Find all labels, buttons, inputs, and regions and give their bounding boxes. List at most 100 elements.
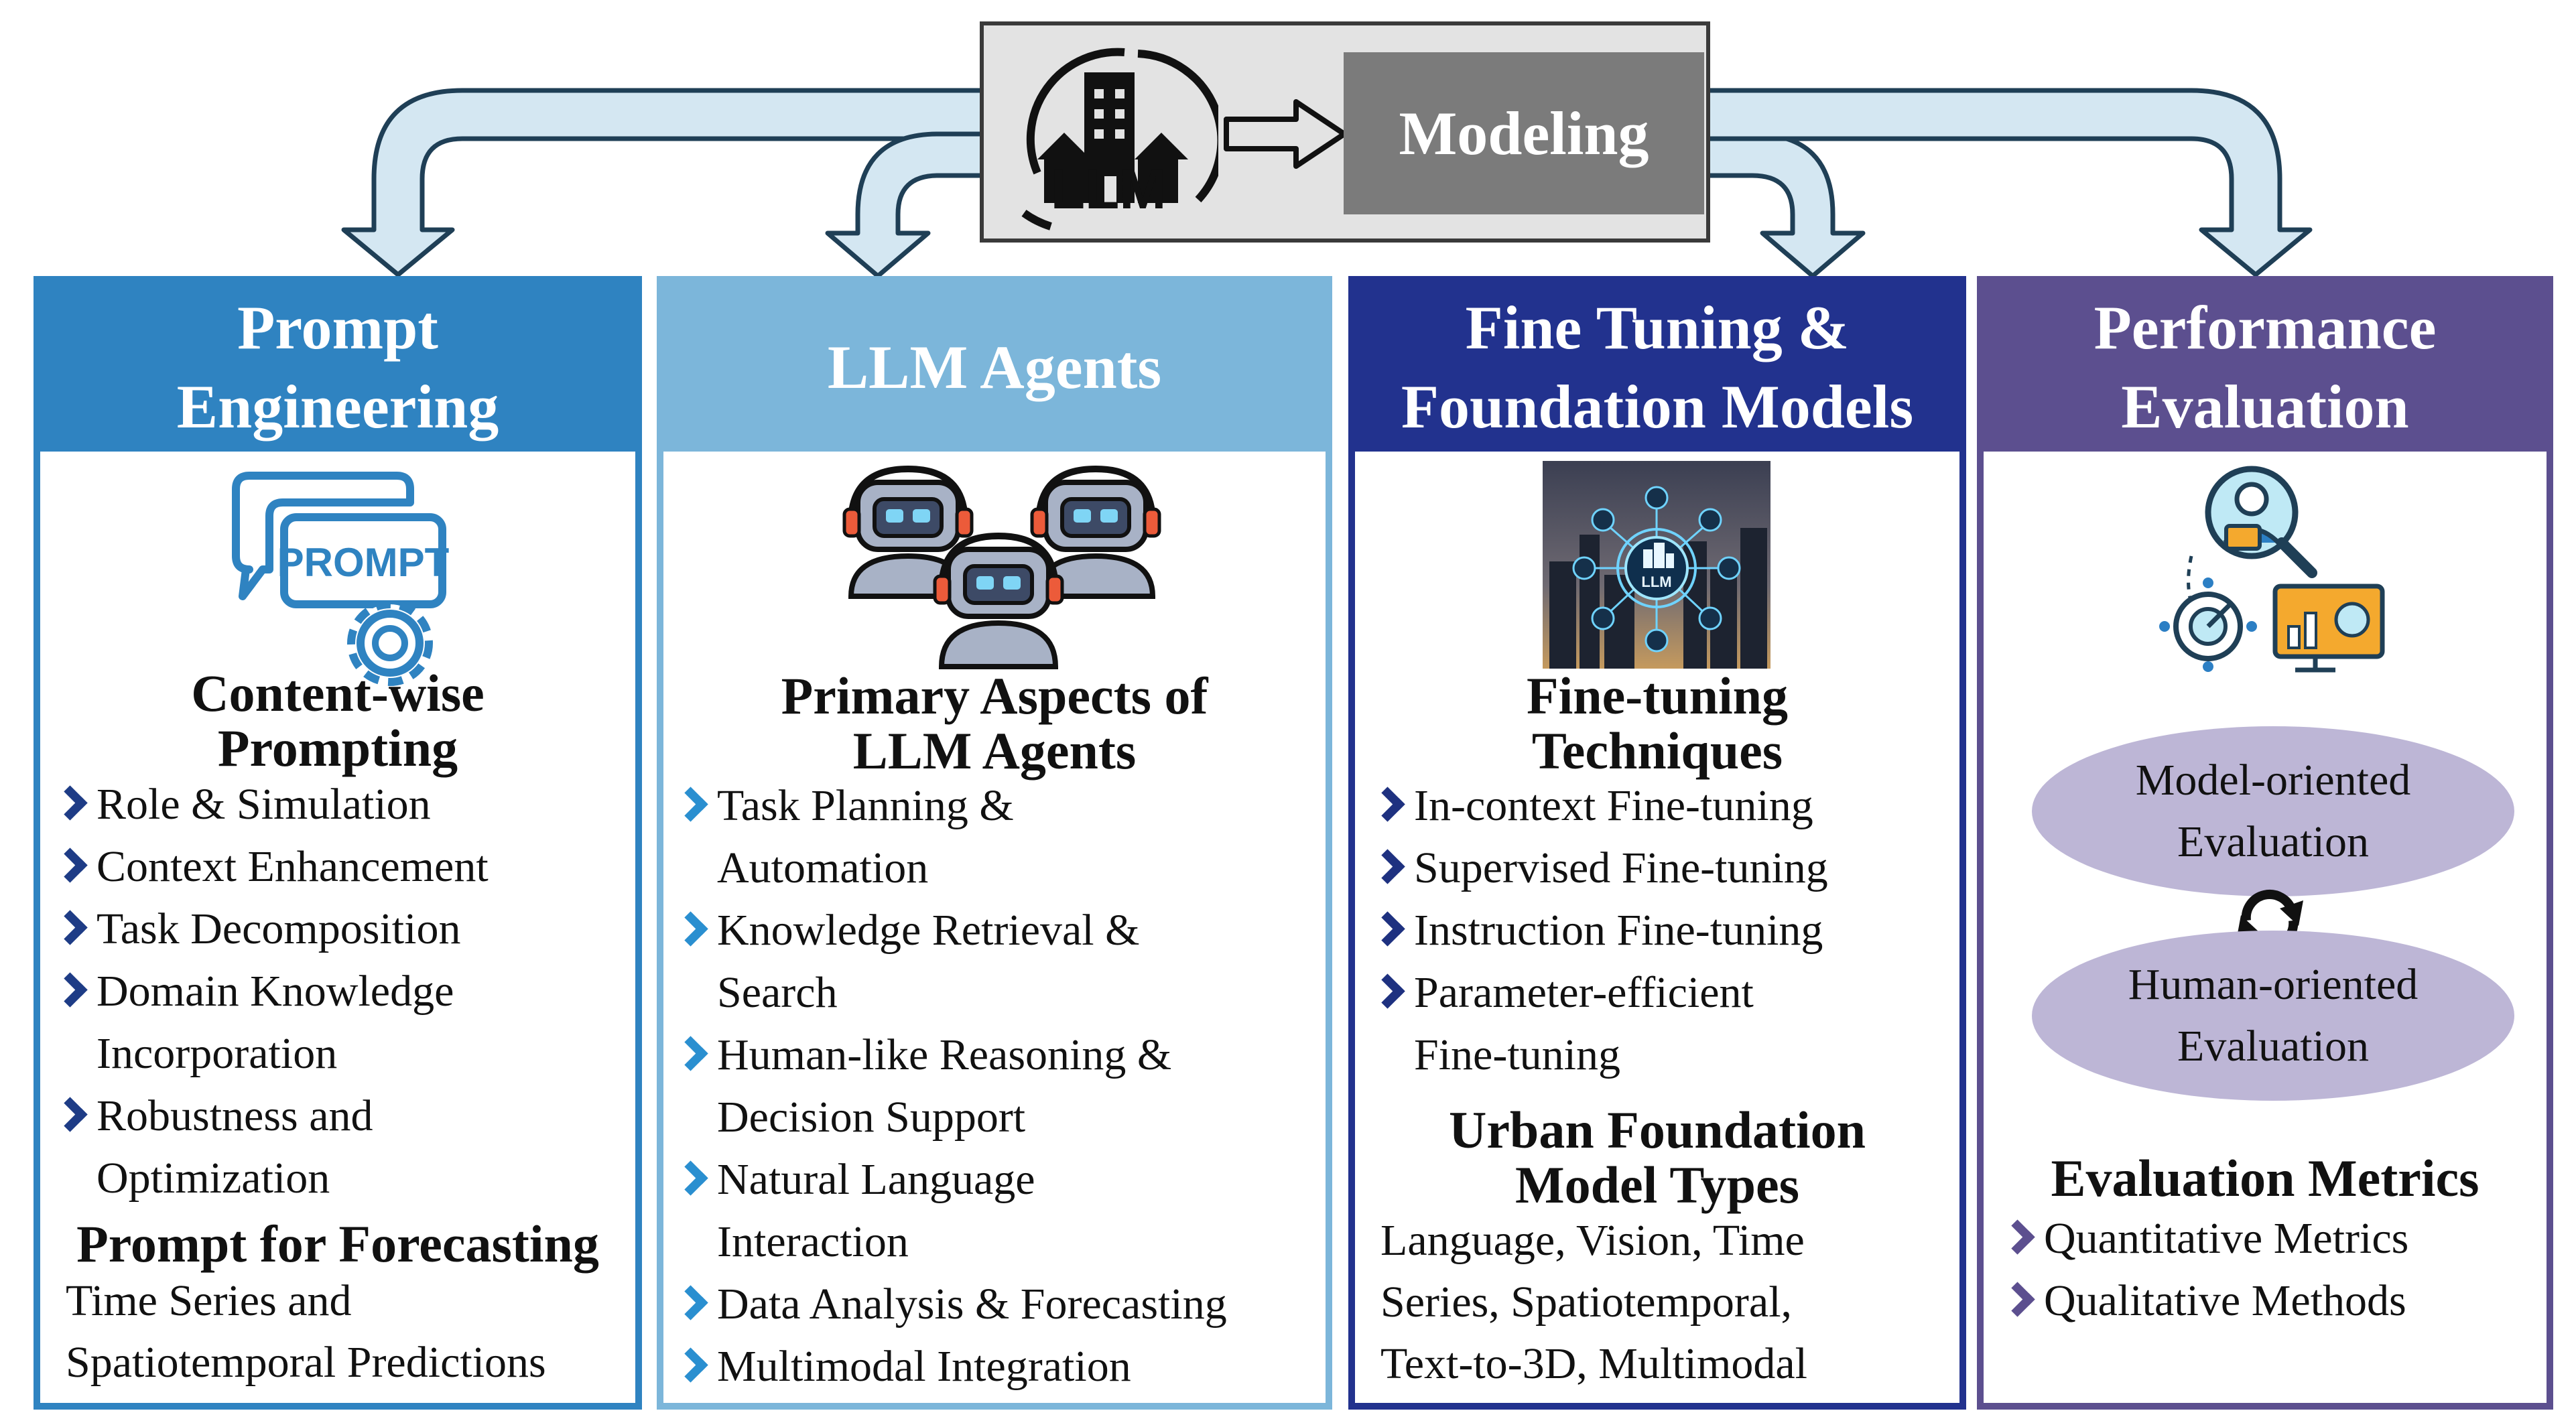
list-item: Task Decomposition	[48, 898, 489, 960]
building-icon	[1021, 48, 1218, 230]
column-title-line: Engineering	[176, 372, 499, 441]
list-item: Supervised Fine-tuning	[1366, 837, 1828, 899]
list-item-text-line: Search	[717, 968, 838, 1017]
list-item-text-line: Parameter-efficient	[1414, 968, 1754, 1017]
section-title-primary-aspects: Primary Aspects of LLM Agents	[663, 669, 1326, 778]
list-item: Knowledge Retrieval &Search	[669, 899, 1227, 1024]
model-types-text-line: Language, Vision, Time	[1380, 1216, 1805, 1265]
ellipse-text-line: Human-oriented	[2128, 960, 2419, 1009]
list-item-text-line: Robustness and	[96, 1091, 373, 1140]
section-title-line: Prompting	[217, 719, 458, 777]
list-item-text-line: Data Analysis & Forecasting	[717, 1280, 1227, 1329]
ellipse-text-line: Model-oriented	[2135, 756, 2411, 805]
section-title-line: Fine-tuning	[1526, 667, 1789, 725]
list-item-text-line: In-context Fine-tuning	[1414, 781, 1813, 830]
section-title-line: Urban Foundation	[1448, 1101, 1866, 1159]
list-item-text-line: Automation	[717, 843, 929, 892]
list-item-text-line: Quantitative Metrics	[2044, 1214, 2409, 1263]
list-item: Role & Simulation	[48, 773, 489, 835]
section-title-content-wise-prompting: Content-wise Prompting	[40, 666, 635, 776]
section-title-line: Primary Aspects of	[781, 667, 1208, 725]
analyst-magnifier-icon	[2159, 466, 2385, 673]
section-title-prompt-for-forecasting: Prompt for Forecasting	[76, 1215, 599, 1273]
image-llm-label: LLM	[1641, 573, 1671, 590]
modeling-label: Modeling	[1344, 52, 1704, 214]
section-title-urban-foundation-model-types: Urban Foundation Model Types	[1355, 1103, 1959, 1213]
ellipse-text-line: Evaluation	[2177, 1022, 2369, 1071]
column-title-line: Foundation Models	[1401, 372, 1914, 441]
foundation-model-types-text: Language, Vision, Time Series, Spatiotem…	[1380, 1210, 1807, 1395]
section-title-line: LLM Agents	[852, 722, 1137, 780]
arrow-to-prompt-engineering	[341, 88, 988, 277]
forecasting-text-line: Time Series and	[66, 1276, 352, 1325]
column-header: Fine Tuning & Foundation Models	[1355, 283, 1959, 452]
llm-city-network-image: LLM	[1543, 461, 1770, 669]
arrow-to-fine-tuning	[1703, 131, 1866, 279]
arrow-to-llm-agents	[825, 131, 988, 279]
column-fine-tuning: Fine Tuning & Foundation Models	[1348, 276, 1966, 1410]
section-title-line: Model Types	[1515, 1156, 1799, 1214]
prompt-icon-text: PROMPT	[277, 540, 450, 585]
llm-logo-label: LLM	[1050, 157, 1167, 220]
model-types-text-line: Series, Spatiotemporal,	[1380, 1278, 1793, 1327]
ellipse-text-line: Evaluation	[2177, 817, 2369, 866]
list-item: Context Enhancement	[48, 835, 489, 898]
list-item-text-line: Instruction Fine-tuning	[1414, 906, 1823, 955]
gear-icon	[347, 600, 433, 686]
list-item: Task Planning & Automation	[669, 774, 1227, 899]
list-item-text-line: Task Planning &	[717, 781, 1014, 830]
list-item-text-line: Multimodal Integration	[717, 1342, 1131, 1391]
list-item-text-line: Incorporation	[96, 1029, 338, 1078]
list-item-text-line: Domain Knowledge	[96, 967, 454, 1016]
arrow-to-performance-evaluation	[1703, 88, 2313, 277]
column-title-line: Fine Tuning &	[1465, 293, 1850, 362]
column-title-line: Performance	[2094, 293, 2437, 362]
forecasting-text-line: Spatiotemporal Predictions	[66, 1338, 546, 1387]
prompt-speech-bubble-icon: PROMPT	[232, 472, 450, 686]
list-item-text-line: Interaction	[717, 1217, 909, 1266]
model-types-text-line: Text-to-3D, Multimodal	[1380, 1339, 1807, 1388]
section-title-line: Techniques	[1531, 722, 1783, 780]
list-item-text-line: Decision Support	[717, 1093, 1026, 1142]
list-item: Instruction Fine-tuning	[1366, 899, 1828, 961]
list-item: Qualitative Methods	[1996, 1270, 2408, 1332]
robot-headset-icon	[842, 465, 1161, 669]
column-title-line: Evaluation	[2121, 372, 2409, 441]
list-item-text-line: Optimization	[96, 1154, 330, 1203]
section-title-evaluation-metrics: Evaluation Metrics	[2051, 1149, 2480, 1207]
column-llm-agents: LLM Agents	[657, 276, 1332, 1410]
list-item: Multimodal Integration	[669, 1335, 1227, 1398]
list-item-text-line: Fine-tuning	[1414, 1030, 1620, 1079]
list-item-text-line: Role & Simulation	[96, 780, 431, 829]
target-icon	[2159, 578, 2257, 672]
list-item-text-line: Human-like Reasoning &	[717, 1030, 1172, 1079]
list-item-text-line: Natural Language	[717, 1155, 1035, 1204]
list-item-text-line: Qualitative Methods	[2044, 1276, 2406, 1325]
list-item-text-line: Supervised Fine-tuning	[1414, 843, 1828, 892]
llm-modeling-box: LLM Modeling	[980, 21, 1710, 243]
column-title-line: Prompt	[237, 293, 438, 362]
column-title-line: LLM Agents	[827, 333, 1162, 401]
section-title-fine-tuning-techniques: Fine-tuning Techniques	[1355, 669, 1959, 778]
hollow-right-arrow-icon	[1224, 99, 1347, 169]
forecasting-description: Time Series and Spatiotemporal Predictio…	[66, 1270, 546, 1394]
list-item: Data Analysis & Forecasting	[669, 1273, 1227, 1335]
column-header: LLM Agents	[663, 283, 1326, 452]
list-item: Human-like Reasoning & Decision Support	[669, 1024, 1227, 1148]
section-title-line: Content-wise	[191, 664, 485, 722]
